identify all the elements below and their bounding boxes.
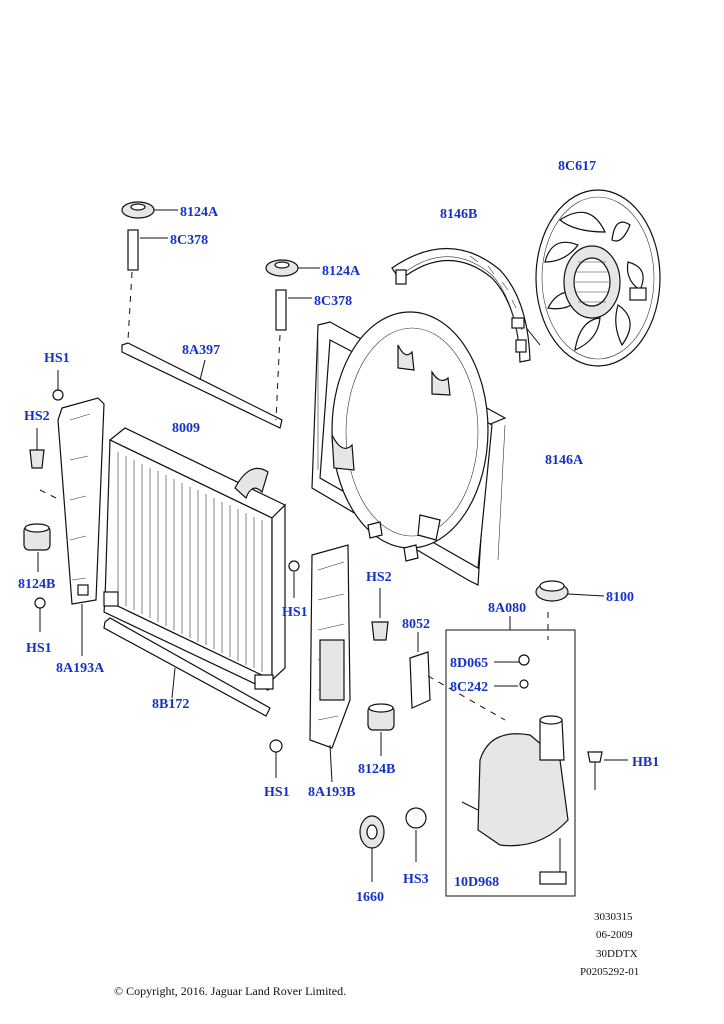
ref-date: 06-2009	[596, 929, 633, 941]
label-1660: 1660	[356, 890, 384, 905]
label-hs3: HS3	[403, 872, 429, 887]
label-hs1-a: HS1	[44, 351, 70, 366]
isolator-8124b-2-drawing	[367, 703, 395, 756]
label-hs1-d: HS1	[264, 785, 290, 800]
label-8009: 8009	[172, 421, 200, 436]
label-8c617: 8C617	[558, 159, 596, 174]
bracket-8052-drawing	[409, 632, 431, 709]
label-8c242: 8C242	[450, 680, 488, 695]
label-8a193a: 8A193A	[56, 661, 105, 676]
label-8d065: 8D065	[450, 656, 488, 671]
label-8c378-1: 8C378	[170, 233, 208, 248]
label-8146a: 8146A	[545, 453, 584, 468]
label-8a397: 8A397	[182, 343, 220, 358]
label-8124a-2: 8124A	[322, 264, 361, 279]
expansion-tank-group	[445, 616, 576, 897]
label-8146b: 8146B	[440, 207, 477, 222]
mount-8124a-2-drawing	[265, 259, 320, 277]
bracket-right-drawing	[309, 544, 351, 749]
bolt-hs1-b-drawing	[34, 597, 46, 632]
pressure-cap-drawing	[535, 580, 605, 602]
label-hs1-c: HS1	[282, 605, 308, 620]
bracket-left-drawing	[57, 397, 105, 605]
label-hs2-b: HS2	[366, 570, 392, 585]
ref-code-1: 3030315	[594, 911, 633, 923]
label-8124b-2: 8124B	[358, 762, 395, 777]
seal-8b172-drawing	[103, 617, 271, 717]
bolt-hs1-d-drawing	[269, 739, 283, 778]
grommet-1660-drawing	[359, 815, 385, 882]
label-8a080: 8A080	[488, 601, 526, 616]
label-8052: 8052	[402, 617, 430, 632]
label-8124a-1: 8124A	[180, 205, 219, 220]
ref-code-3: P0205292-01	[580, 966, 639, 978]
pin-8c378-1-drawing	[127, 229, 168, 271]
bolt-hs1-c-drawing	[288, 560, 300, 598]
pin-8c378-2-drawing	[275, 289, 312, 331]
label-10d968: 10D968	[454, 875, 499, 890]
bolt-hs1-a-drawing	[52, 370, 64, 401]
radiator-drawing	[103, 427, 287, 691]
label-8124b-1: 8124B	[18, 577, 55, 592]
bolt-hs3-drawing	[405, 807, 427, 862]
label-hs1-b: HS1	[26, 641, 52, 656]
label-8b172: 8B172	[152, 697, 189, 712]
label-8c378-2: 8C378	[314, 294, 352, 309]
fan-shroud-main-drawing	[311, 311, 507, 586]
label-hs2-a: HS2	[24, 409, 50, 424]
copyright-text: © Copyright, 2016. Jaguar Land Rover Lim…	[114, 984, 346, 998]
label-8a193b: 8A193B	[308, 785, 355, 800]
bolt-hs2-a-drawing	[29, 428, 45, 469]
bolt-hb1-drawing	[587, 751, 628, 790]
bolt-hs2-b-drawing	[371, 588, 389, 641]
cooling-fan-drawing	[519, 189, 661, 367]
label-hb1: HB1	[632, 755, 659, 770]
label-8100: 8100	[606, 590, 634, 605]
fan-shroud-upper-drawing	[391, 247, 531, 363]
seal-8a397-drawing	[121, 342, 283, 429]
ref-code-2: 30DDTX	[596, 948, 638, 960]
mount-8124a-1-drawing	[121, 201, 178, 219]
isolator-8124b-1-drawing	[23, 523, 51, 572]
